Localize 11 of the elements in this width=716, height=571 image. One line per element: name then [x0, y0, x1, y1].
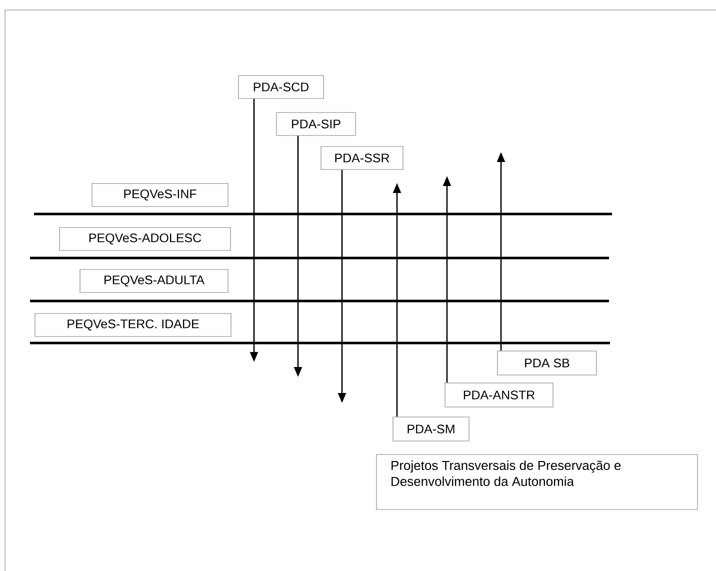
label-box: PEQVeS-ADOLESC [59, 227, 231, 251]
label-box: PEQVeS-INF [92, 183, 228, 207]
label-box: PDA-SSR [320, 146, 404, 170]
label-box: PEQVeS-TERC. IDADE [34, 313, 232, 337]
label-box: PDA-SCD [238, 75, 324, 99]
label-box: PDA-SM [392, 416, 470, 442]
label-box: PDA SB [497, 350, 597, 376]
label-box: PEQVeS-ADULTA [80, 269, 228, 293]
label-box: PDA-ANSTR [444, 382, 554, 408]
label-box: PDA-SIP [276, 112, 356, 136]
note-box: Projetos Transversais de Preservação e Desenvolvimento da Autonomia [376, 454, 698, 510]
